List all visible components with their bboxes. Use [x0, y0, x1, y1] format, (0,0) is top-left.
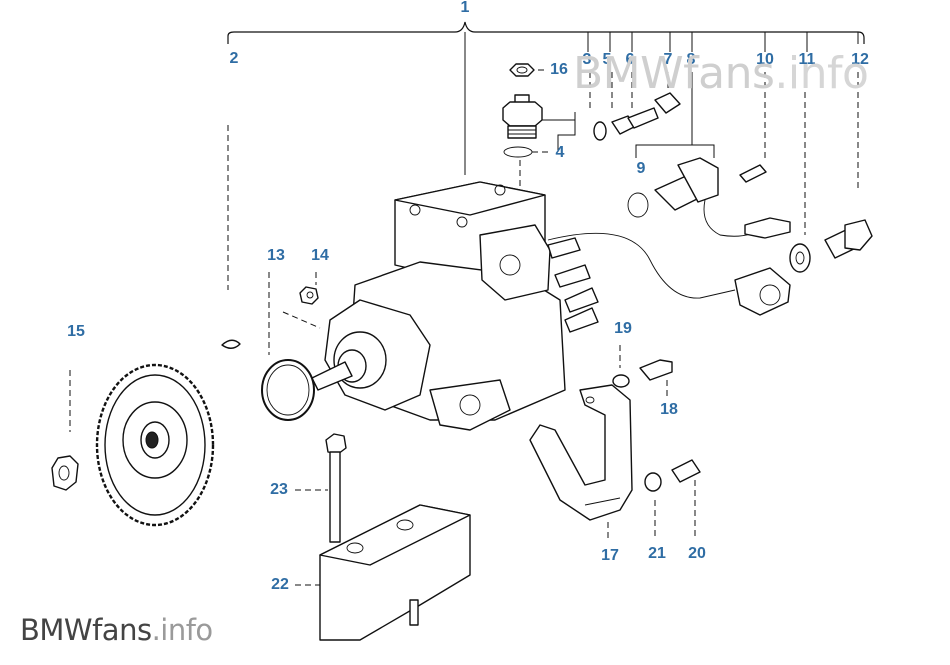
parts-17-21-bracket — [529, 359, 701, 521]
group-bracket — [227, 21, 865, 175]
callout-19: 19 — [614, 320, 632, 337]
parts-2-13-14 — [221, 286, 319, 421]
callout-10: 10 — [756, 51, 774, 68]
callout-13: 13 — [267, 247, 285, 264]
callout-8: 8 — [686, 51, 696, 68]
callout-21: 21 — [648, 545, 666, 562]
callout-16: 16 — [550, 61, 568, 78]
injection-pump-body — [311, 181, 791, 431]
callout-23: 23 — [270, 481, 288, 498]
watermark-bottom-suffix: .info — [151, 613, 214, 647]
callout-11: 11 — [798, 51, 816, 68]
parts-5-6-7-fittings — [593, 92, 681, 141]
parts-22-23 — [319, 433, 471, 641]
callout-5: 5 — [602, 51, 612, 68]
callout-12: 12 — [851, 51, 869, 68]
callout-7: 7 — [663, 51, 673, 68]
watermark-top: BMWfans.info — [573, 48, 869, 99]
leader-lines — [69, 69, 859, 586]
part-4-valve — [502, 94, 543, 158]
watermark-top-suffix: .info — [774, 48, 869, 99]
callout-2: 2 — [229, 50, 239, 67]
callout-9: 9 — [636, 160, 646, 177]
callout-20: 20 — [688, 545, 706, 562]
watermark-bottom-brand: BMWfans — [20, 613, 152, 647]
watermark-top-brand: BMWfans — [573, 48, 775, 99]
part-16-nut — [509, 63, 535, 77]
parts-11-12 — [789, 219, 873, 273]
part-9-10-solenoid — [627, 157, 791, 239]
callout-15: 15 — [67, 323, 85, 340]
callout-22: 22 — [271, 576, 289, 593]
callout-1: 1 — [460, 0, 470, 16]
callout-6: 6 — [625, 51, 635, 68]
callout-14: 14 — [311, 247, 329, 264]
part-15-sprocket — [51, 363, 215, 527]
callout-3: 3 — [582, 51, 592, 68]
callout-4: 4 — [555, 144, 565, 161]
callout-17: 17 — [601, 547, 619, 564]
callout-18: 18 — [660, 401, 678, 418]
watermark-bottom: BMWfans.info — [20, 613, 213, 647]
